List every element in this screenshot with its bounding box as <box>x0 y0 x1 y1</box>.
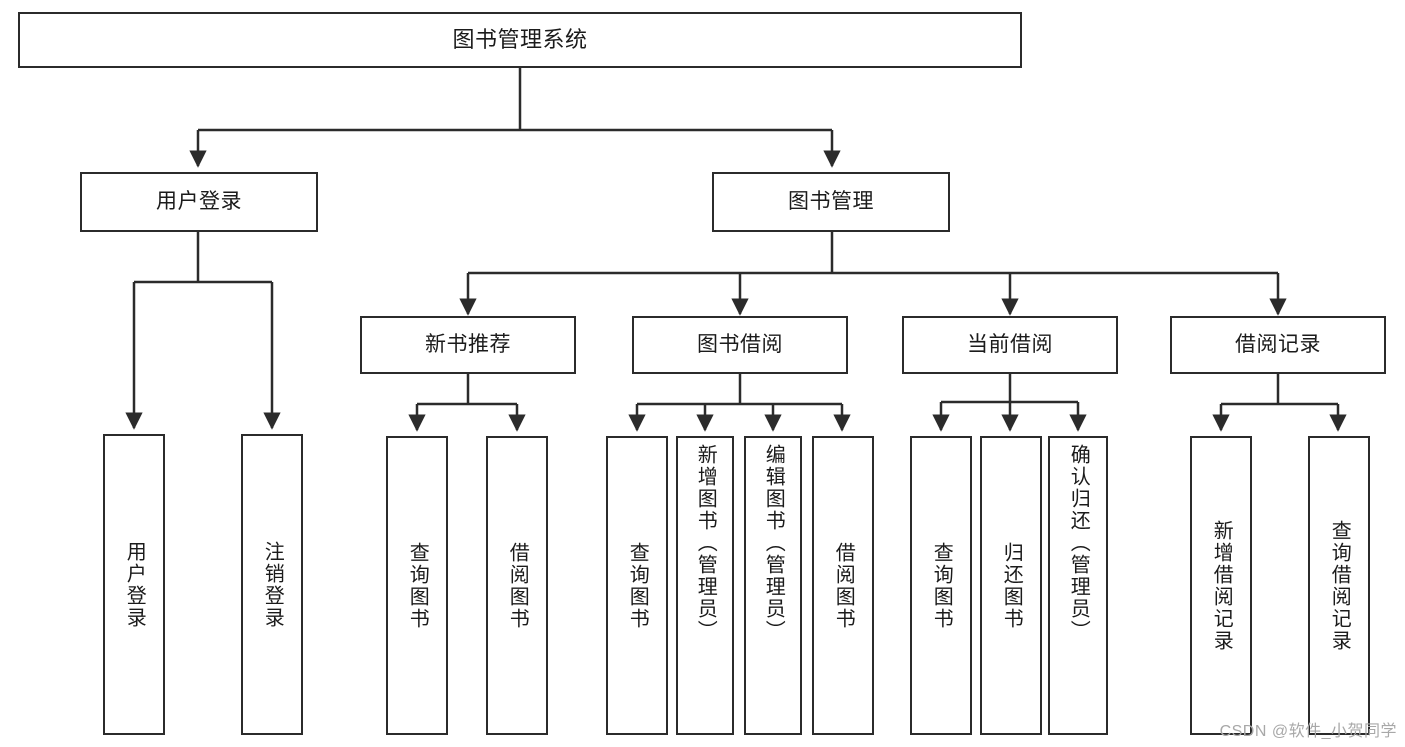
node-label: 新增图书（管理员） <box>694 444 717 642</box>
node-label: 查询图书 <box>626 541 649 630</box>
leaf-user-logout[interactable]: 注销登录 <box>241 434 303 735</box>
node-label: 当前借阅 <box>967 333 1053 357</box>
node-label: 查询借阅记录 <box>1328 519 1351 652</box>
node-book-management[interactable]: 图书管理 <box>712 172 950 232</box>
node-label: 图书借阅 <box>697 333 783 357</box>
leaf-query-book-3[interactable]: 查询图书 <box>910 436 972 735</box>
leaf-add-book[interactable]: 新增图书（管理员） <box>676 436 734 735</box>
node-label: 用户登录 <box>123 540 146 629</box>
node-user-login[interactable]: 用户登录 <box>80 172 318 232</box>
leaf-borrow-book-2[interactable]: 借阅图书 <box>812 436 874 735</box>
watermark: CSDN @软件_小贺同学 <box>1219 723 1397 740</box>
leaf-return-book[interactable]: 归还图书 <box>980 436 1042 735</box>
node-label: 图书管理 <box>788 190 874 214</box>
node-label: 注销登录 <box>261 540 284 629</box>
node-book-borrow[interactable]: 图书借阅 <box>632 316 848 374</box>
node-label: 新书推荐 <box>425 333 511 357</box>
node-root-system[interactable]: 图书管理系统 <box>18 12 1022 68</box>
node-borrow-record[interactable]: 借阅记录 <box>1170 316 1386 374</box>
leaf-borrow-book-1[interactable]: 借阅图书 <box>486 436 548 735</box>
node-label: 新增借阅记录 <box>1210 519 1233 652</box>
node-label: 归还图书 <box>1000 541 1023 630</box>
leaf-user-login[interactable]: 用户登录 <box>103 434 165 735</box>
node-label: 借阅记录 <box>1235 333 1321 357</box>
node-current-borrow[interactable]: 当前借阅 <box>902 316 1118 374</box>
leaf-query-book-2[interactable]: 查询图书 <box>606 436 668 735</box>
node-label: 借阅图书 <box>832 541 855 630</box>
node-label: 借阅图书 <box>506 541 529 630</box>
node-label: 编辑图书（管理员） <box>762 444 785 642</box>
node-label: 查询图书 <box>930 541 953 630</box>
leaf-query-book-1[interactable]: 查询图书 <box>386 436 448 735</box>
node-label: 用户登录 <box>156 190 242 214</box>
node-label: 查询图书 <box>406 541 429 630</box>
node-label: 图书管理系统 <box>452 26 588 52</box>
leaf-query-record[interactable]: 查询借阅记录 <box>1308 436 1370 735</box>
leaf-edit-book[interactable]: 编辑图书（管理员） <box>744 436 802 735</box>
leaf-confirm-return[interactable]: 确认归还（管理员） <box>1048 436 1108 735</box>
leaf-add-record[interactable]: 新增借阅记录 <box>1190 436 1252 735</box>
node-label: 确认归还（管理员） <box>1067 444 1090 642</box>
node-new-book-recommend[interactable]: 新书推荐 <box>360 316 576 374</box>
